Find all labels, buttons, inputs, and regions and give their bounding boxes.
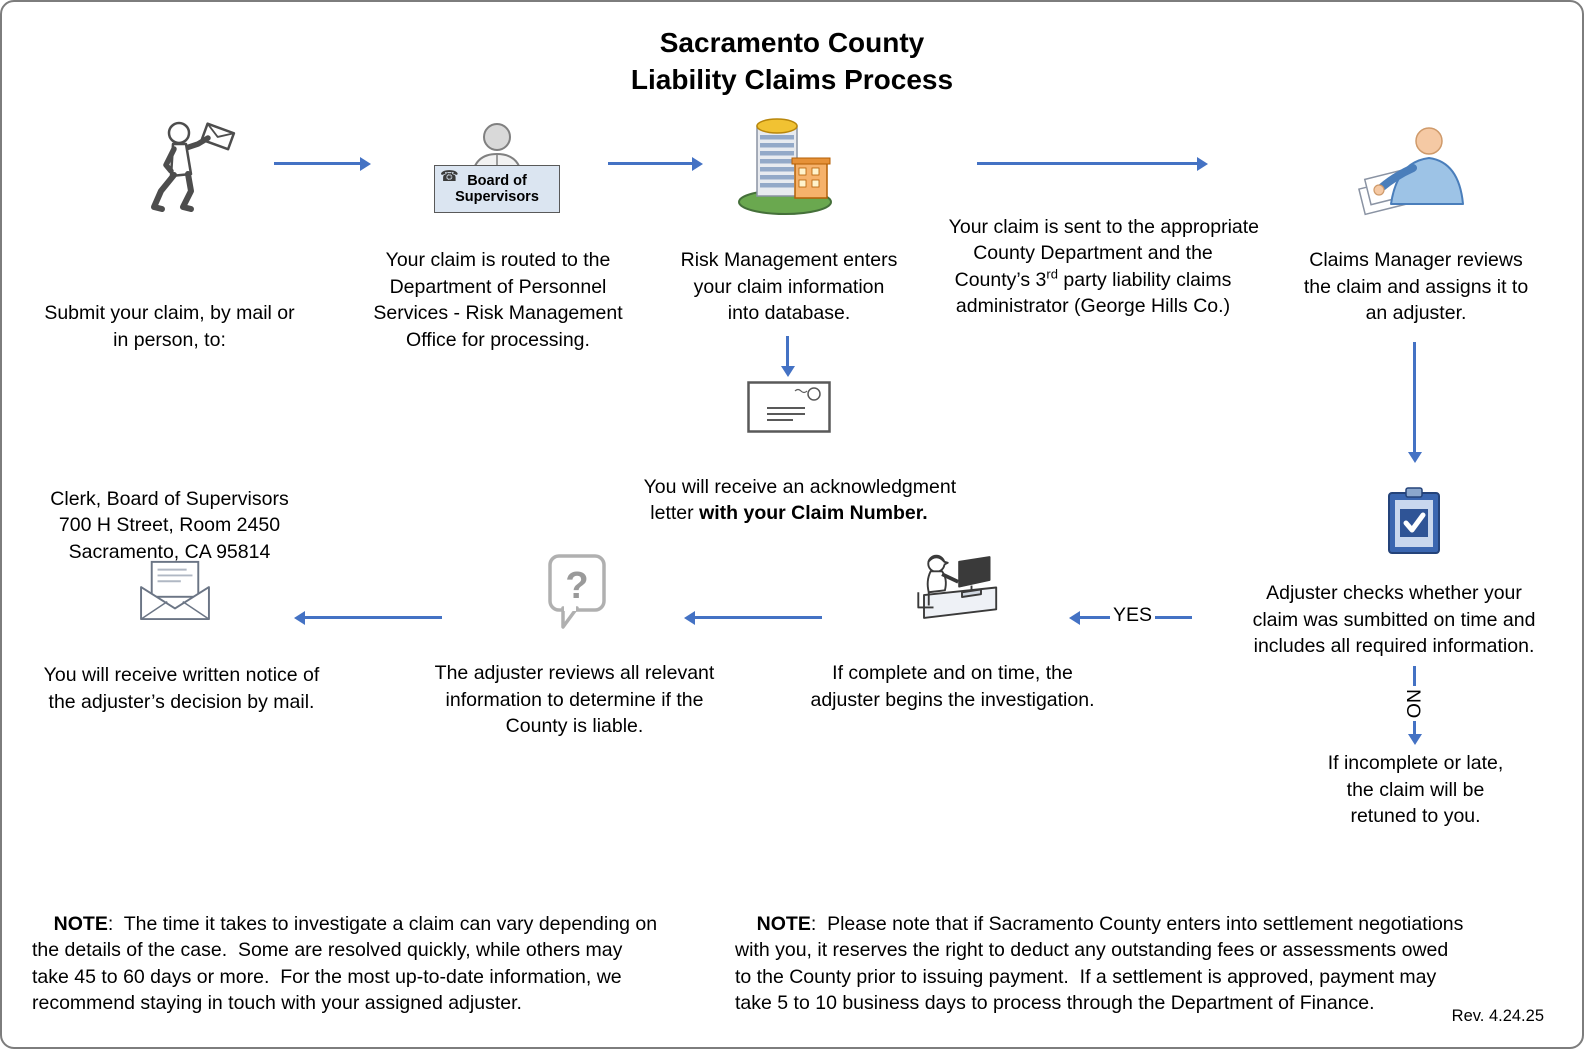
arrow-routed-to-database	[608, 156, 703, 171]
submit-intro: Submit your claim, by mail or in person,…	[44, 302, 295, 351]
arrow-investigation-to-review	[684, 610, 822, 625]
routing-text: Your claim is routed to the Department o…	[373, 249, 623, 351]
returned-claim-text: If incomplete or late, the claim will be…	[1327, 752, 1504, 827]
arrow-database-to-manager	[977, 156, 1208, 171]
adjuster-computer-icon	[905, 550, 1000, 625]
arrow-review-to-notice	[294, 610, 442, 625]
database-entry-text: Risk Management enters your claim inform…	[680, 249, 898, 324]
arrow-submit-to-routed	[274, 156, 371, 171]
forwarding-text-superscript: rd	[1046, 266, 1058, 281]
note-settlement: NOTE: Please note that if Sacramento Cou…	[735, 884, 1545, 1043]
clipboard-check-icon	[1386, 486, 1442, 556]
submit-instructions-text: Submit your claim, by mail or in person,…	[22, 247, 317, 618]
investigation-text: If complete and on time, the adjuster be…	[810, 662, 1095, 711]
decision-notice-text: You will receive written notice of the a…	[43, 664, 320, 713]
submit-address: Clerk, Board of Supervisors 700 H Street…	[50, 487, 289, 563]
forwarding-text-part1: Your claim is sent to the appropriate Co…	[948, 215, 1260, 291]
forwarding-text: Your claim is sent to the appropriate Co…	[907, 187, 1279, 346]
revision-label: Rev. 4.24.25	[1451, 1007, 1544, 1025]
board-of-supervisors-desk: ☎ Board of Supervisors	[434, 165, 560, 213]
page-title-line2: Liability Claims Process	[630, 64, 954, 95]
acknowledgment-normal: You will receive an acknowledgment lette…	[643, 475, 957, 525]
claims-manager-icon	[1355, 124, 1470, 216]
adjuster-check-text: Adjuster checks whether your claim was s…	[1252, 582, 1536, 657]
note2-label: NOTE	[756, 912, 811, 935]
building-icon	[733, 114, 843, 216]
arrow-manager-to-adjuster-check	[1407, 342, 1422, 463]
no-label: NO	[1401, 686, 1424, 722]
note1-label: NOTE	[53, 912, 108, 935]
claims-manager-text: Claims Manager reviews the claim and ass…	[1303, 249, 1529, 324]
arrow-database-to-acknowledgment	[780, 336, 795, 377]
note2-text: : Please note that if Sacramento County …	[735, 912, 1464, 1015]
note1-text: : The time it takes to investigate a cla…	[32, 912, 658, 1015]
page-title-line1: Sacramento County	[659, 27, 925, 58]
note-investigation-time: NOTE: The time it takes to investigate a…	[32, 884, 722, 1043]
yes-label: YES	[1110, 604, 1156, 627]
submit-person-icon	[134, 118, 239, 218]
open-envelope-icon	[138, 558, 212, 622]
acknowledgment-text: You will receive an acknowledgment lette…	[599, 447, 979, 553]
page-title: Sacramento County Liability Claims Proce…	[2, 24, 1582, 98]
acknowledgment-bold: with your Claim Number.	[699, 502, 928, 524]
reception-desk-icon: ☎ Board of Supervisors	[434, 122, 560, 213]
spacer	[22, 406, 317, 433]
forwarding-text-part2: party liability claims administrator (Ge…	[955, 268, 1232, 318]
envelope-icon	[747, 381, 831, 433]
board-desk-label: Board of Supervisors	[455, 173, 539, 205]
phone-icon: ☎	[440, 168, 459, 185]
question-bubble-icon: ?	[547, 553, 607, 631]
question-mark-glyph: ?	[565, 565, 588, 607]
liability-review-text: The adjuster reviews all relevant inform…	[434, 662, 715, 737]
